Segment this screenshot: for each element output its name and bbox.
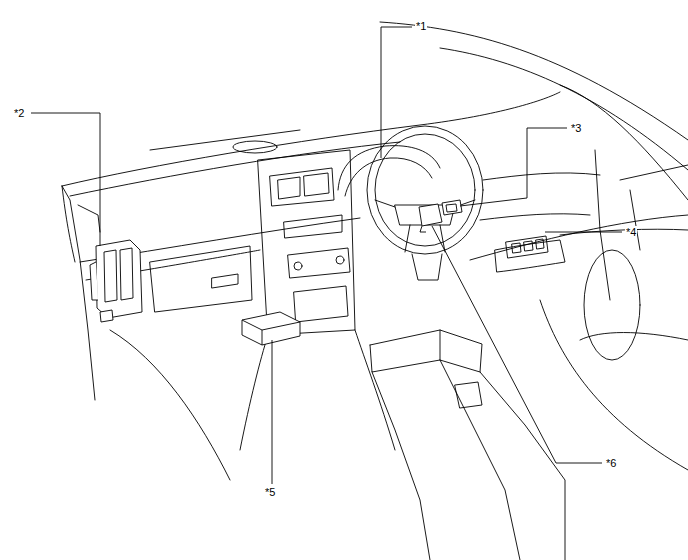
cabin-outline-stroke bbox=[440, 225, 445, 252]
cabin-outline-stroke bbox=[370, 330, 565, 560]
callout-number: *1 bbox=[415, 20, 427, 32]
cabin-outline-stroke bbox=[580, 333, 688, 341]
callout-number: *3 bbox=[570, 122, 582, 134]
callout-number-wrap: *4 bbox=[625, 226, 637, 238]
cabin-outline-stroke bbox=[536, 239, 544, 249]
cabin-outline-stroke bbox=[560, 85, 688, 200]
cabin-outline-stroke bbox=[336, 256, 344, 264]
cabin-outline-stroke bbox=[506, 236, 548, 258]
cabin-outline-stroke bbox=[375, 134, 475, 246]
cabin-outline-stroke bbox=[512, 243, 521, 253]
component-parts-stroke bbox=[262, 330, 263, 345]
component-parts-stroke bbox=[120, 248, 133, 300]
cabin-outline-stroke bbox=[62, 92, 560, 186]
cabin-outline-stroke bbox=[270, 168, 334, 206]
component-parts bbox=[90, 200, 462, 345]
component-parts-stroke bbox=[442, 200, 462, 215]
callout-number-wrap: *2 bbox=[13, 107, 25, 119]
callout-number: *5 bbox=[264, 486, 276, 498]
callout-number: *4 bbox=[625, 226, 637, 238]
cabin-outline-stroke bbox=[483, 173, 600, 180]
cabin-outline-stroke bbox=[212, 274, 238, 288]
component-parts-stroke bbox=[242, 320, 300, 330]
component-parts-stroke bbox=[96, 240, 142, 318]
cabin-outline-stroke bbox=[370, 345, 480, 372]
callout-number: *2 bbox=[13, 107, 25, 119]
cabin-outline-stroke bbox=[304, 173, 329, 196]
cabin-outline-stroke bbox=[630, 190, 640, 250]
leader-lines-stroke bbox=[545, 232, 622, 233]
callout-number-wrap: *5 bbox=[264, 486, 276, 498]
cabin-outline-stroke bbox=[375, 200, 395, 207]
cabin-outline-stroke bbox=[595, 150, 610, 300]
cabin-outline-stroke bbox=[440, 48, 688, 170]
cabin-outline-stroke bbox=[110, 330, 230, 480]
cabin-outline-stroke bbox=[367, 126, 483, 254]
cabin-outline-stroke bbox=[355, 330, 395, 450]
component-parts-stroke bbox=[90, 262, 98, 300]
leader-lines-stroke bbox=[432, 226, 602, 463]
cabin-outline-stroke bbox=[480, 214, 590, 220]
cabin-outline-stroke bbox=[150, 130, 300, 150]
component-parts-stroke bbox=[100, 310, 113, 322]
cabin-outline-stroke bbox=[240, 335, 268, 450]
cabin-outline-stroke bbox=[440, 360, 520, 560]
cabin-outline-stroke bbox=[620, 165, 688, 180]
cabin-outline-stroke bbox=[278, 177, 300, 199]
cabin-outline-stroke bbox=[412, 254, 442, 280]
cabin-outline-stroke bbox=[62, 186, 75, 262]
cabin-outline-stroke bbox=[78, 205, 100, 232]
cabin-outline-stroke bbox=[288, 248, 350, 278]
cabin-outline-stroke bbox=[372, 372, 430, 560]
component-parts-stroke bbox=[242, 312, 300, 345]
cabin-outline-stroke bbox=[405, 225, 410, 252]
cabin-outline-stroke bbox=[233, 141, 277, 153]
cabin-outline-stroke bbox=[470, 215, 688, 260]
cabin-outline-stroke bbox=[294, 286, 348, 322]
cabin-outline-stroke bbox=[540, 300, 688, 470]
component-parts-stroke bbox=[420, 226, 426, 232]
callout-number-wrap: *3 bbox=[570, 122, 582, 134]
component-parts-stroke bbox=[446, 204, 457, 212]
leader-lines-stroke bbox=[381, 27, 412, 158]
cabin-outline-stroke bbox=[584, 250, 640, 360]
callout-number: *6 bbox=[605, 457, 617, 469]
cabin-outline-stroke bbox=[380, 22, 688, 140]
leader-lines-stroke bbox=[31, 113, 100, 246]
component-parts-stroke bbox=[419, 204, 442, 226]
leader-lines-stroke bbox=[272, 340, 273, 484]
leader-lines-stroke bbox=[460, 128, 567, 206]
cabin-outline-stroke bbox=[62, 186, 95, 400]
cabin-outline-stroke bbox=[524, 241, 533, 251]
cabin-outline-stroke bbox=[345, 158, 432, 196]
component-parts-stroke bbox=[104, 250, 117, 302]
callout-number-wrap: *1 bbox=[415, 20, 427, 32]
leader-lines bbox=[31, 27, 622, 484]
cabin-outline-stroke bbox=[455, 382, 482, 408]
cabin-outline-stroke bbox=[150, 246, 252, 312]
cabin-outline-stroke bbox=[440, 330, 441, 360]
cabin-outline-stroke bbox=[495, 240, 565, 272]
cabin-outline bbox=[62, 22, 688, 560]
callout-number-wrap: *6 bbox=[605, 457, 617, 469]
cabin-outline-stroke bbox=[338, 146, 440, 190]
cabin-outline-stroke bbox=[294, 262, 302, 270]
cabin-outline-stroke bbox=[284, 215, 342, 238]
